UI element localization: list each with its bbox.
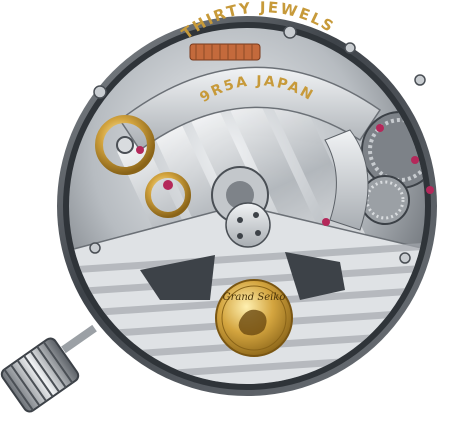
- balance-wheel: [95, 115, 155, 175]
- ruby-jewel: [322, 218, 330, 226]
- ruby-jewel: [376, 124, 384, 132]
- balance-bridge: [118, 66, 382, 152]
- winding-crown: [0, 324, 97, 413]
- ruby-jewel: [163, 180, 173, 190]
- lion-emblem-icon: [238, 309, 267, 336]
- medallion-logo-text: Grand Seiko: [223, 292, 286, 303]
- ruby-jewel: [136, 146, 144, 154]
- escape-wheel: [145, 172, 191, 218]
- copper-coil: [189, 43, 261, 61]
- screw-bridge: [225, 202, 271, 248]
- bridge-cutout-right: [285, 252, 345, 300]
- crown-stem: [61, 324, 97, 354]
- grand-seiko-medallion: Grand Seiko: [215, 279, 293, 357]
- ruby-jewel: [426, 186, 434, 194]
- ruby-jewel: [411, 156, 419, 164]
- bridge-cutout-left: [140, 255, 215, 300]
- plate-screws: [89, 25, 426, 264]
